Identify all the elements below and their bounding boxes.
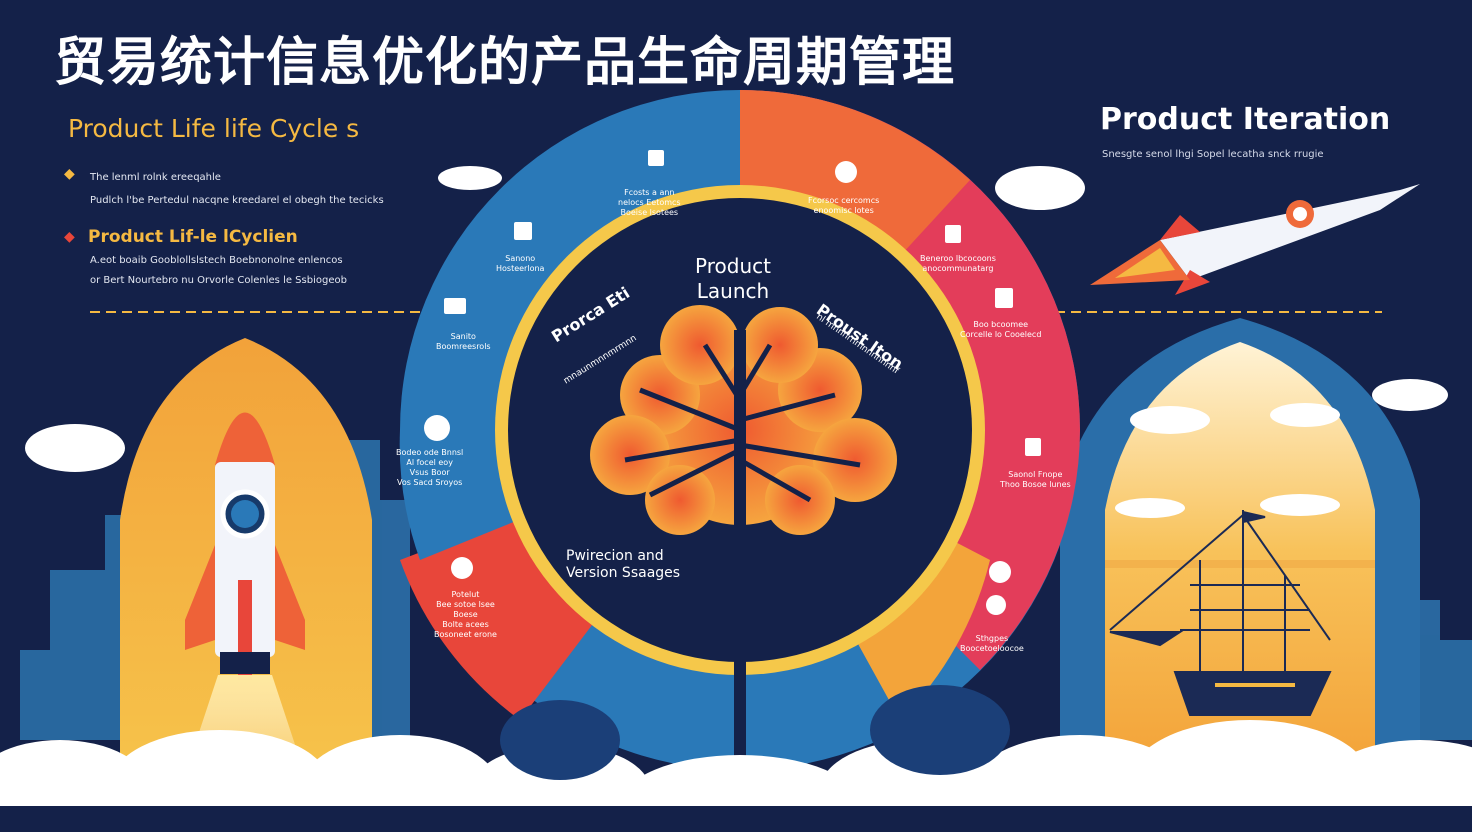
iteration-heading: Product Iteration (1100, 102, 1391, 137)
segment-text: Potelut Bee sotoe lsee Boese Bolte acees… (434, 590, 497, 639)
segment-text: Sanono Hosteerlona (496, 254, 545, 273)
body-text: Pudlch l'be Pertedul nacqne kreedarel el… (90, 195, 384, 206)
sky-clouds (25, 166, 1448, 472)
segment-text: Sanito Boomreesrols (436, 332, 491, 351)
segment-text: Bodeo ode Bnnsl Al focel eoy Vsus Boor V… (396, 448, 464, 487)
subheading: Product Lif-le lCyclien (88, 227, 298, 247)
segment-text: Saonol Fnope Thoo Bosoe lunes (1000, 470, 1071, 489)
tree-illustration (590, 305, 897, 800)
arch-clouds (1115, 403, 1340, 518)
segment-icons (424, 150, 1041, 615)
bullet-diamond-icon: ◆ (64, 166, 75, 182)
iteration-subtext: Snesgte senol lhgi Sopel lecatha snck rr… (1102, 149, 1324, 160)
segment-text: Fcosts a ann nelocs Eetomcs Boeise lsote… (618, 188, 681, 217)
dark-clouds (500, 685, 1010, 780)
segment-text: Fcorsoc cercomcs enoomisc lotes (808, 196, 880, 215)
segment-text: Boo bcoomee Corcelle lo Cooelecd (960, 320, 1042, 339)
version-strategy-label: Pwirecion and Version Ssaages (566, 548, 681, 581)
rocket-right (1090, 184, 1420, 295)
segment-text: Beneroo lbcocoons anocommunatarg (920, 254, 996, 273)
body-text: A.eot boaib Gooblollslstech Boebnonolne … (90, 255, 343, 266)
body-text: The lenml rolnk ereeqahle (90, 172, 221, 183)
page-title: 贸易统计信息优化的产品生命周期管理 (54, 33, 956, 93)
body-text: or Bert Nourtebro nu Orvorle Colenles le… (90, 275, 347, 286)
sailing-ship (1109, 510, 1332, 716)
ship-windows (1215, 683, 1295, 687)
right-arch (1105, 342, 1375, 760)
bullet-diamond-icon: ◆ (64, 229, 75, 245)
lifecycle-heading: Product Life life Cycle s (68, 114, 360, 143)
segment-text: Sthgpes Boocetoeloocoe (960, 634, 1024, 653)
product-launch-label: Product Launch (668, 254, 798, 304)
product-launch-text: Product Launch (695, 254, 771, 303)
